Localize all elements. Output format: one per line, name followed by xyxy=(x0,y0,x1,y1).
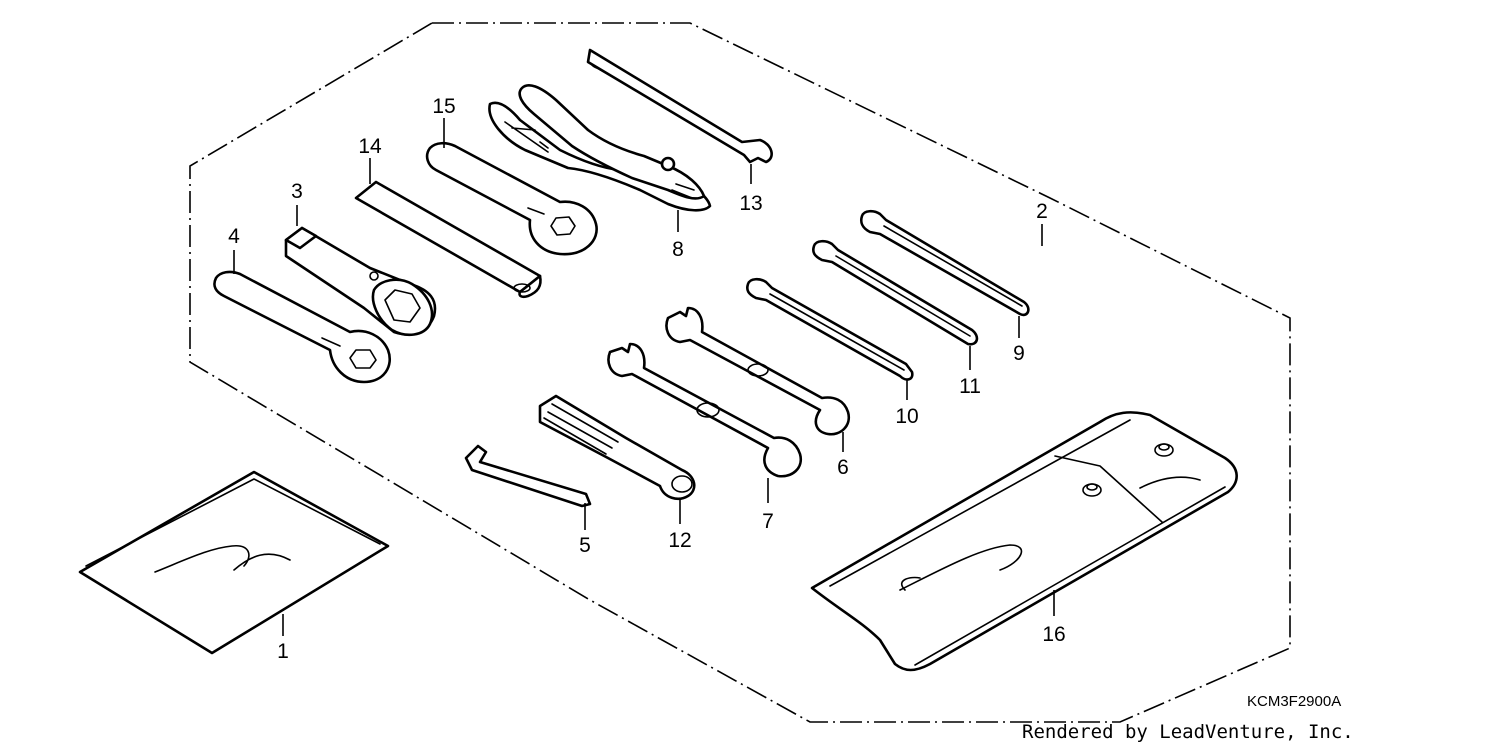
part-8-pliers[interactable] xyxy=(488,84,712,212)
callout-11[interactable]: 11 xyxy=(959,375,981,398)
callout-4[interactable]: 4 xyxy=(228,225,240,248)
part-15-box-wrench[interactable] xyxy=(425,141,598,256)
callout-14[interactable]: 14 xyxy=(358,135,382,158)
callout-2[interactable]: 2 xyxy=(1036,200,1048,223)
part-14-extension-bar[interactable] xyxy=(354,180,542,299)
callout-13[interactable]: 13 xyxy=(739,192,762,215)
callout-15[interactable]: 15 xyxy=(432,95,455,118)
callout-6[interactable]: 6 xyxy=(837,456,849,479)
credit-text: Rendered by LeadVenture, Inc. xyxy=(1022,721,1354,743)
part-10-screwdriver[interactable] xyxy=(745,277,914,381)
callout-1[interactable]: 1 xyxy=(277,640,289,663)
callout-16[interactable]: 16 xyxy=(1042,623,1065,646)
callout-3[interactable]: 3 xyxy=(291,180,303,203)
callout-12[interactable]: 12 xyxy=(668,529,691,552)
tool-kit-boundary xyxy=(189,22,1291,723)
part-7-open-end-wrench[interactable] xyxy=(607,342,803,478)
diagram-code: KCM3F2900A xyxy=(1247,693,1341,710)
callout-8[interactable]: 8 xyxy=(672,238,684,261)
part-13-pin-spanner[interactable] xyxy=(586,48,773,164)
part-4-box-wrench[interactable] xyxy=(213,270,391,384)
part-12-grip[interactable] xyxy=(538,394,696,500)
part-16-tool-bag[interactable] xyxy=(810,411,1238,672)
part-3-plug-socket[interactable] xyxy=(284,226,437,337)
callout-5[interactable]: 5 xyxy=(579,534,591,557)
part-1-manual[interactable] xyxy=(78,470,390,655)
callout-9[interactable]: 9 xyxy=(1013,342,1025,365)
part-11-screwdriver[interactable] xyxy=(811,239,979,346)
part-5-hex-wrench[interactable] xyxy=(464,444,592,508)
callout-7[interactable]: 7 xyxy=(762,510,774,533)
callout-10[interactable]: 10 xyxy=(895,405,918,428)
part-6-open-end-wrench[interactable] xyxy=(665,306,851,436)
part-9-screwdriver[interactable] xyxy=(859,209,1030,317)
